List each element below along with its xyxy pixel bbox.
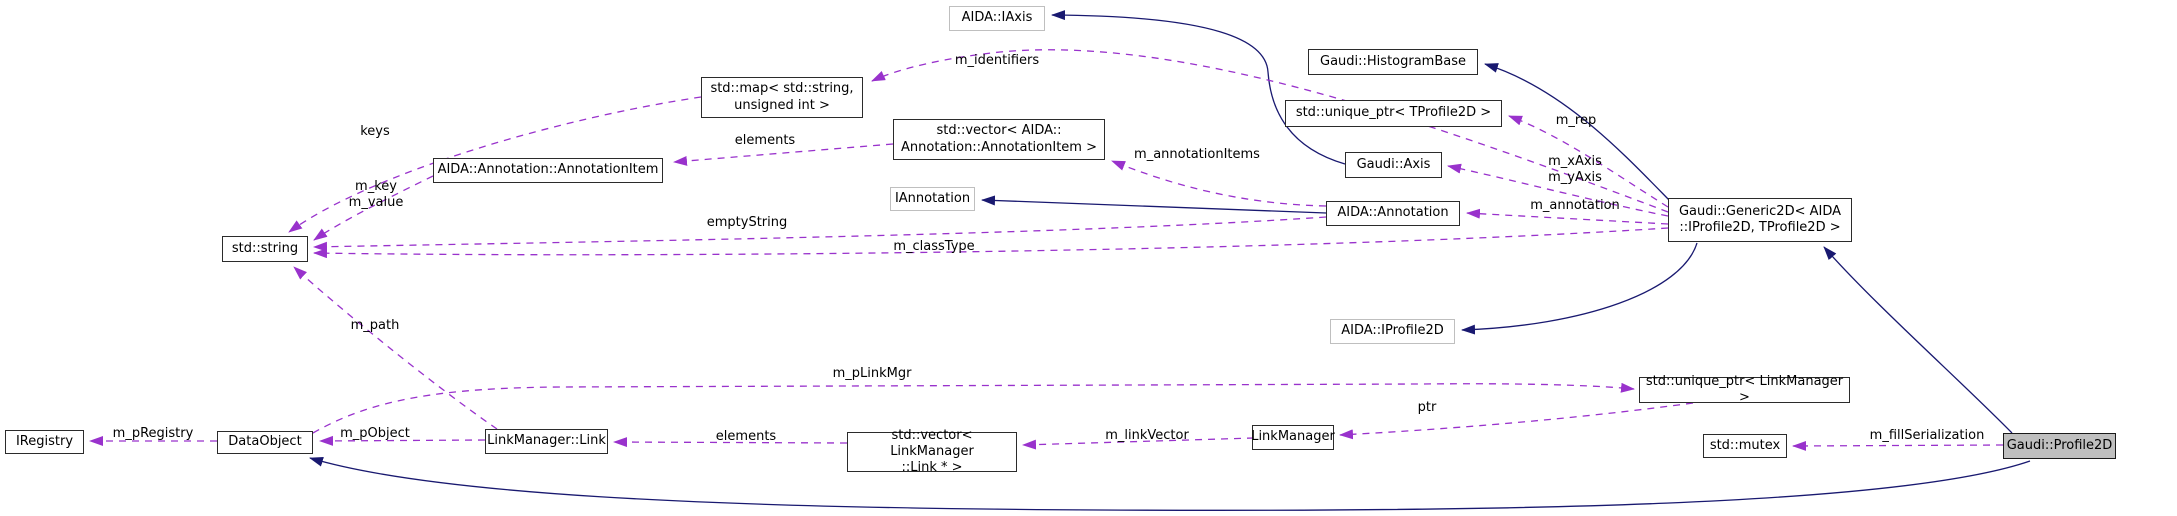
edge-m-key-m-value: [313, 175, 434, 241]
edge-label-m-path: m_path: [350, 318, 400, 333]
edge-label-m-xaxis-m-yaxis: m_xAxis m_yAxis: [1548, 154, 1602, 185]
edge-m-annotationitems: [1111, 160, 1327, 207]
edge-m-identifiers: [871, 49, 1669, 213]
edge-label-m-pobject: m_pObject: [340, 426, 410, 441]
class-node-unique-ptr-linkmanager[interactable]: std::unique_ptr< LinkManager >: [1639, 374, 1850, 405]
edge-m-plinkmgr: [312, 382, 1635, 434]
class-node-std-map[interactable]: std::map< std::string, unsigned int >: [701, 77, 863, 118]
class-node-std-vector-annotationitem[interactable]: std::vector< AIDA:: Annotation::Annotati…: [893, 119, 1105, 160]
edge-elements-top: [673, 143, 894, 166]
edge-m-rep: [1508, 115, 1669, 208]
edge-profile2d-to-dataobject: [309, 456, 2031, 511]
edge-m-xaxis-m-yaxis: [1447, 163, 1669, 217]
edge-label-elements-bottom: elements: [715, 429, 777, 444]
edge-label-m-key-m-value: m_key m_value: [348, 179, 404, 210]
class-node-iannotation: IAnnotation: [890, 187, 975, 211]
edge-label-m-classtype: m_classType: [893, 239, 975, 254]
edge-m-pobject: [319, 435, 486, 446]
class-node-aida-annotation[interactable]: AIDA::Annotation: [1326, 201, 1460, 226]
class-node-linkmanager-link[interactable]: LinkManager::Link: [485, 429, 608, 454]
class-node-iregistry[interactable]: IRegistry: [5, 430, 84, 454]
edge-m-classtype: [313, 227, 1669, 259]
class-node-std-mutex[interactable]: std::mutex: [1703, 434, 1787, 458]
edge-label-m-fillserialization: m_fillSerialization: [1869, 428, 1985, 443]
class-node-aida-annotationitem[interactable]: AIDA::Annotation::AnnotationItem: [433, 158, 663, 183]
class-node-aida-iaxis: AIDA::IAxis: [949, 6, 1045, 31]
edge-annotation-to-iannotation: [981, 195, 1327, 214]
edge-label-ptr: ptr: [1417, 400, 1437, 415]
class-node-linkmanager[interactable]: LinkManager: [1251, 425, 1335, 450]
class-node-gaudi-generic2d[interactable]: Gaudi::Generic2D< AIDA ::IProfile2D, TPr…: [1668, 198, 1852, 242]
edge-m-path: [293, 266, 498, 430]
edge-generic2d-to-aidaiprofile2d: [1461, 242, 1698, 335]
edge-label-elements-top: elements: [734, 133, 796, 148]
edge-gaudiaxis-to-aidaiaxis: [1051, 10, 1346, 165]
edge-label-keys: keys: [360, 124, 390, 139]
edge-generic2d-to-histogrambase: [1484, 63, 1671, 202]
edge-label-emptystring: emptyString: [706, 215, 788, 230]
edge-keys: [288, 96, 702, 233]
class-node-gaudi-axis[interactable]: Gaudi::Axis: [1345, 152, 1442, 178]
edge-label-m-linkvector: m_linkVector: [1105, 428, 1189, 443]
edge-label-m-identifiers: m_identifiers: [954, 53, 1040, 68]
edge-m-annotation: [1466, 208, 1669, 225]
edge-label-m-annotation: m_annotation: [1530, 198, 1620, 213]
edge-emptystring: [313, 216, 1327, 252]
edge-label-m-rep: m_rep: [1555, 113, 1597, 128]
class-node-gaudi-profile2d[interactable]: Gaudi::Profile2D: [2003, 433, 2116, 459]
edge-m-fillserialization: [1792, 440, 2004, 451]
edge-label-m-annotationitems: m_annotationItems: [1134, 147, 1260, 162]
class-node-gaudi-histogrambase[interactable]: Gaudi::HistogramBase: [1308, 49, 1478, 75]
class-node-aida-iprofile2d: AIDA::IProfile2D: [1330, 319, 1455, 344]
edge-ptr: [1339, 402, 1694, 440]
class-node-unique-ptr-tprofile2d[interactable]: std::unique_ptr< TProfile2D >: [1285, 100, 1502, 127]
edge-label-m-plinkmgr: m_pLinkMgr: [832, 366, 912, 381]
class-node-std-vector-link[interactable]: std::vector< LinkManager ::Link * >: [847, 428, 1017, 475]
class-node-dataobject[interactable]: DataObject: [217, 431, 313, 454]
edge-label-m-pregistry: m_pRegistry: [112, 426, 194, 441]
class-node-std-string[interactable]: std::string: [222, 236, 308, 262]
edge-profile2d-to-generic2d: [1823, 246, 2013, 434]
